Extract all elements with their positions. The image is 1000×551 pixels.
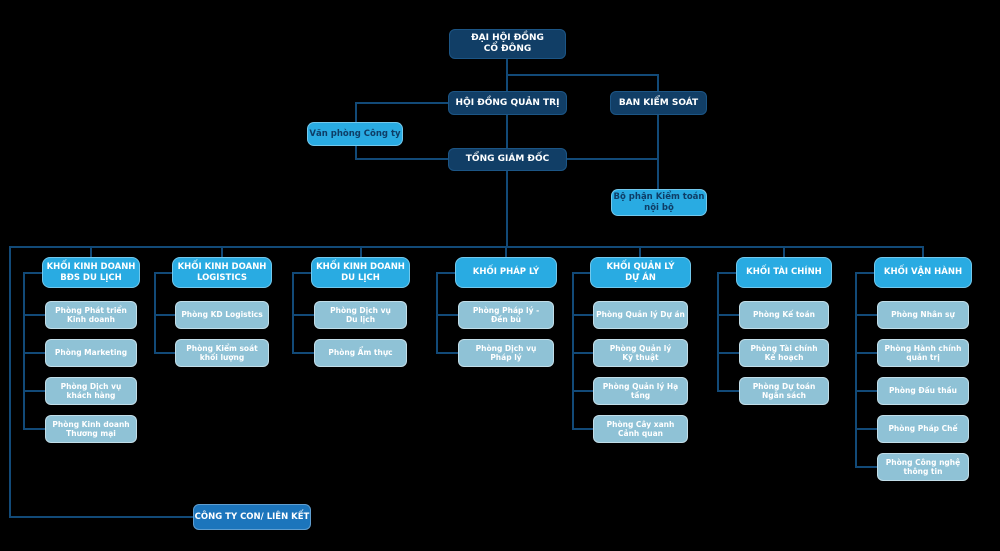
node-company-office: Văn phòng Công ty — [307, 122, 403, 146]
connector-line — [657, 74, 659, 92]
connector-line — [292, 352, 314, 354]
connector-line — [436, 352, 458, 354]
dept-3-2: Phòng Ẩm thực — [314, 339, 407, 367]
dept-6-3: Phòng Dự toán Ngân sách — [739, 377, 829, 405]
connector-line — [436, 272, 455, 274]
dept-1-2: Phòng Marketing — [45, 339, 137, 367]
dept-6-2: Phòng Tài chính Kế hoạch — [739, 339, 829, 367]
connector-line — [566, 158, 658, 160]
division-header-quan-ly-du-an: KHỐI QUẢN LÝ DỰ ÁN — [590, 257, 691, 288]
node-board-of-directors: HỘI ĐỒNG QUẢN TRỊ — [448, 91, 567, 115]
division-header-van-hanh: KHỐI VẬN HÀNH — [874, 257, 972, 288]
connector-line — [855, 272, 857, 467]
connector-line — [506, 74, 659, 76]
connector-line — [23, 390, 45, 392]
division-header-tai-chinh: KHỐI TÀI CHÍNH — [736, 257, 832, 288]
dept-7-3: Phòng Đấu thầu — [877, 377, 969, 405]
dept-7-1: Phòng Nhân sự — [877, 301, 969, 329]
connector-line — [783, 246, 785, 259]
connector-line — [572, 272, 590, 274]
connector-line — [717, 272, 719, 391]
dept-7-4: Phòng Pháp Chế — [877, 415, 969, 443]
dept-2-2: Phòng Kiểm soát khối lượng — [175, 339, 269, 367]
connector-line — [572, 428, 593, 430]
dept-7-2: Phòng Hành chính quản trị — [877, 339, 969, 367]
connector-line — [572, 352, 593, 354]
connector-line — [657, 115, 659, 190]
connector-line — [154, 314, 175, 316]
connector-line — [855, 352, 877, 354]
connector-line — [23, 352, 45, 354]
dept-1-3: Phòng Dịch vụ khách hàng — [45, 377, 137, 405]
connector-line — [23, 428, 45, 430]
connector-line — [855, 272, 874, 274]
connector-line — [436, 272, 438, 353]
connector-line — [717, 272, 736, 274]
connector-line — [922, 246, 924, 259]
dept-1-1: Phòng Phát triển Kinh doanh — [45, 301, 137, 329]
connector-line — [855, 314, 877, 316]
dept-7-5: Phòng Công nghệ thông tin — [877, 453, 969, 481]
connector-line — [717, 390, 739, 392]
connector-line — [355, 158, 449, 160]
dept-5-3: Phòng Quản lý Hạ tầng — [593, 377, 688, 405]
connector-line — [9, 246, 924, 248]
connector-line — [505, 246, 507, 259]
node-subsidiaries: CÔNG TY CON/ LIÊN KẾT — [193, 504, 311, 530]
connector-line — [154, 272, 172, 274]
dept-3-1: Phòng Dịch vụ Du lịch — [314, 301, 407, 329]
dept-4-2: Phòng Dịch vụ Pháp lý — [458, 339, 554, 367]
connector-line — [292, 314, 314, 316]
connector-line — [639, 246, 641, 259]
connector-line — [506, 170, 508, 248]
connector-line — [855, 428, 877, 430]
connector-line — [154, 352, 175, 354]
connector-line — [572, 314, 593, 316]
connector-line — [717, 352, 739, 354]
connector-line — [572, 272, 574, 429]
division-header-logistics: KHỐI KINH DOANH LOGISTICS — [172, 257, 272, 288]
connector-line — [154, 272, 156, 353]
connector-line — [292, 272, 294, 353]
node-shareholders-meeting: ĐẠI HỘI ĐỒNG CỔ ĐÔNG — [449, 29, 566, 59]
division-header-du-lich: KHỐI KINH DOANH DU LỊCH — [311, 257, 410, 288]
connector-line — [221, 246, 223, 259]
connector-line — [9, 246, 11, 518]
dept-4-1: Phòng Pháp lý - Đền bù — [458, 301, 554, 329]
connector-line — [9, 516, 194, 518]
connector-line — [23, 314, 45, 316]
node-internal-audit: Bộ phận Kiểm toán nội bộ — [611, 189, 707, 216]
dept-2-1: Phòng KD Logistics — [175, 301, 269, 329]
connector-line — [506, 115, 508, 149]
connector-line — [717, 314, 739, 316]
division-header-phap-ly: KHỐI PHÁP LÝ — [455, 257, 557, 288]
connector-line — [355, 102, 449, 104]
connector-line — [292, 272, 311, 274]
connector-line — [23, 272, 42, 274]
connector-line — [436, 314, 458, 316]
connector-line — [23, 272, 25, 429]
connector-line — [855, 390, 877, 392]
connector-line — [360, 246, 362, 259]
node-ceo: TỔNG GIÁM ĐỐC — [448, 148, 567, 171]
dept-5-1: Phòng Quản lý Dự án — [593, 301, 688, 329]
dept-5-2: Phòng Quản lý Kỹ thuật — [593, 339, 688, 367]
node-supervisory-board: BAN KIỂM SOÁT — [610, 91, 707, 115]
connector-line — [855, 466, 877, 468]
dept-1-4: Phòng Kinh doanh Thương mại — [45, 415, 137, 443]
connector-line — [90, 246, 92, 259]
connector-line — [572, 390, 593, 392]
dept-6-1: Phòng Kế toán — [739, 301, 829, 329]
dept-5-4: Phòng Cây xanh Cảnh quan — [593, 415, 688, 443]
division-header-bds-du-lich: KHỐI KINH DOANH BĐS DU LỊCH — [42, 257, 140, 288]
